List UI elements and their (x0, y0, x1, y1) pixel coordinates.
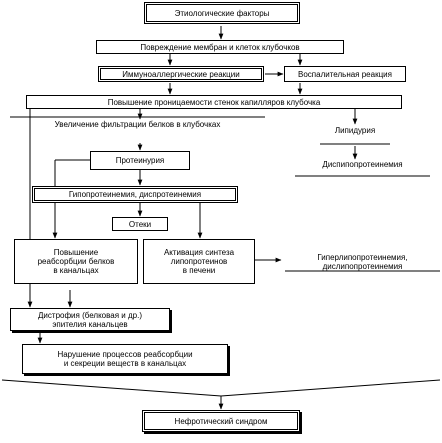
node-inflammatory: Воспалительная реакция (284, 66, 406, 82)
node-synthesis-activation: Активация синтеза липопротеинов в печени (143, 239, 255, 284)
node-reabsorption-increase: Повышение реабсорбции белков в канальцах (14, 239, 138, 284)
node-dystrophy: Дистрофия (белковая и др.) эпителия кана… (10, 308, 170, 331)
node-filtration: Увеличение фильтрации белков в клубочках (54, 120, 221, 129)
node-hypoproteinemia: Гипопротеинемия, диспротеинемия (32, 186, 238, 203)
convergence-line (1, 379, 441, 397)
node-proteinuria: Протеинурия (90, 151, 190, 170)
node-edema: Отеки (112, 217, 168, 231)
node-membrane-damage: Повреждение мембран и клеток клубочков (96, 40, 344, 54)
node-nephrotic-syndrome: Нефротический синдром (142, 410, 300, 432)
node-etiology: Этиологические факторы (144, 2, 300, 24)
node-reabsorption-disorder: Нарушение процессов реабсорбции и секрец… (22, 344, 228, 374)
node-lipiduria: Липидурия (334, 126, 376, 135)
node-immunoallergic: Иммуноаллергические реакции (98, 66, 264, 82)
node-dysproteinemia-right: Диспипопротеинемия (322, 160, 403, 169)
node-hyperlipoproteinemia: Гиперлипопротеинемия, дислипопротеинемия (317, 253, 408, 271)
node-permeability: Повышение проницаемости стенок капилляро… (26, 95, 402, 109)
